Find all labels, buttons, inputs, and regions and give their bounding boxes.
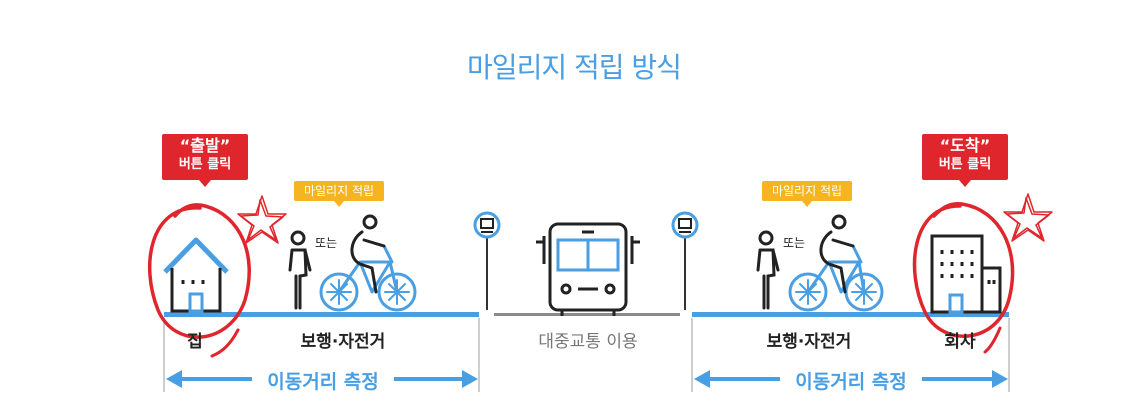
measure-label-right: 이동거리 측정: [780, 367, 922, 394]
label-transit: 대중교통 이용: [538, 332, 638, 352]
arrive-callout-title: “도착”: [939, 136, 991, 155]
bus-stop-icon: [473, 211, 501, 310]
star-doodle-icon: [1003, 193, 1053, 242]
label-office: 회사: [944, 332, 976, 352]
bus-stop-icon: [671, 211, 699, 310]
page-title: 마일리지 적립 방식: [467, 51, 682, 84]
house-icon: [163, 237, 229, 313]
label-walk-bike-left: 보행·자전거: [300, 332, 386, 352]
office-building-icon: [930, 234, 1002, 314]
road-left: [164, 312, 479, 317]
cyclist-icon: [788, 214, 884, 312]
highlight-circle: [912, 201, 1015, 354]
or-text-left: 또는: [315, 236, 338, 250]
mileage-badge-right: 마일리지 적립: [762, 181, 852, 207]
or-text-right: 또는: [783, 236, 806, 250]
start-callout-title: “출발”: [179, 136, 231, 155]
segment-dividers: [163, 318, 1010, 392]
road-right: [692, 312, 1009, 317]
start-callout: “출발” 버튼 클릭: [162, 134, 248, 187]
label-home: 집: [187, 332, 203, 352]
label-walk-bike-right: 보행·자전거: [766, 332, 852, 352]
arrive-callout: “도착” 버튼 클릭: [922, 134, 1008, 187]
road-transit: [494, 313, 680, 316]
cyclist-icon: [319, 214, 417, 312]
arrive-callout-subtitle: 버튼 클릭: [938, 157, 992, 172]
star-doodle-icon: [237, 195, 287, 244]
pedestrian-icon: [756, 230, 780, 310]
bus-icon: [536, 222, 640, 316]
measure-label-left: 이동거리 측정: [252, 367, 394, 394]
start-callout-subtitle: 버튼 클릭: [178, 157, 232, 172]
mileage-badge-left: 마일리지 적립: [294, 181, 384, 207]
pedestrian-icon: [288, 230, 312, 310]
highlight-circle: [147, 203, 251, 358]
